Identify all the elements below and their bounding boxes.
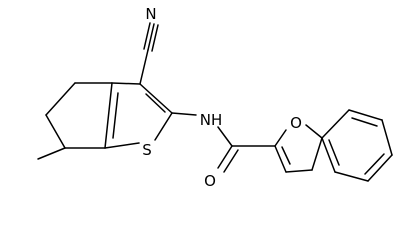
molecule-diagram: N NH S O O	[37, 5, 393, 190]
bond-c3-c2	[274, 145, 287, 173]
bond-c2-nh	[171, 112, 197, 116]
bond-o-c7a	[305, 124, 323, 139]
atom-label-furan-oxygen: O	[290, 114, 302, 132]
bond-c3-c2	[139, 83, 173, 114]
thiophene-ring	[104, 82, 173, 149]
bond-b5	[334, 171, 369, 182]
atom-label-nh: NH	[200, 111, 223, 129]
bond-c3a-c3	[285, 169, 313, 173]
bond-c3-c2-inner	[145, 93, 166, 113]
bond-c7a-c3a	[311, 137, 323, 171]
bond-b6	[321, 137, 336, 173]
bond-b2-inner	[351, 117, 378, 127]
bond-methyl	[37, 147, 66, 160]
bond-co-1	[217, 145, 233, 169]
bond-b6-inner	[328, 139, 340, 166]
bond-c3-c2-inner	[281, 146, 291, 165]
bond-c2-o	[274, 129, 287, 147]
structure-canvas: N NH S O O	[37, 5, 393, 190]
bond-c6-c7	[45, 114, 66, 149]
bond-c3-cn	[139, 49, 149, 85]
bond-b2	[348, 109, 383, 121]
bond-b4-inner	[364, 153, 385, 175]
nitrile-group	[139, 22, 159, 85]
bond-b4	[367, 154, 393, 182]
bond-b1	[321, 109, 350, 139]
bond-c3a-c3	[111, 82, 141, 85]
bond-c7a-c3a	[104, 82, 113, 149]
atom-label-nitrile-n: N	[145, 5, 156, 23]
atom-label-carbonyl-oxygen: O	[204, 172, 216, 190]
bond-c7a-c3a-inner	[112, 92, 119, 139]
furan-ring	[274, 124, 323, 173]
bond-triple-2	[143, 22, 151, 50]
bond-triple-3	[151, 24, 159, 52]
bond-co-2	[223, 149, 239, 173]
bond-c2-s	[154, 112, 173, 141]
bond-c5-c6	[45, 82, 76, 116]
bond-nh-carbonyl	[217, 126, 233, 147]
bond-s-c7a	[104, 142, 140, 149]
atom-label-sulfur: S	[142, 141, 152, 159]
bond-triple-1	[147, 23, 155, 51]
benzene-ring	[321, 109, 393, 182]
cyclohexane-ring	[37, 82, 113, 160]
bond-b3	[381, 119, 393, 156]
amide-linkage	[171, 112, 276, 173]
